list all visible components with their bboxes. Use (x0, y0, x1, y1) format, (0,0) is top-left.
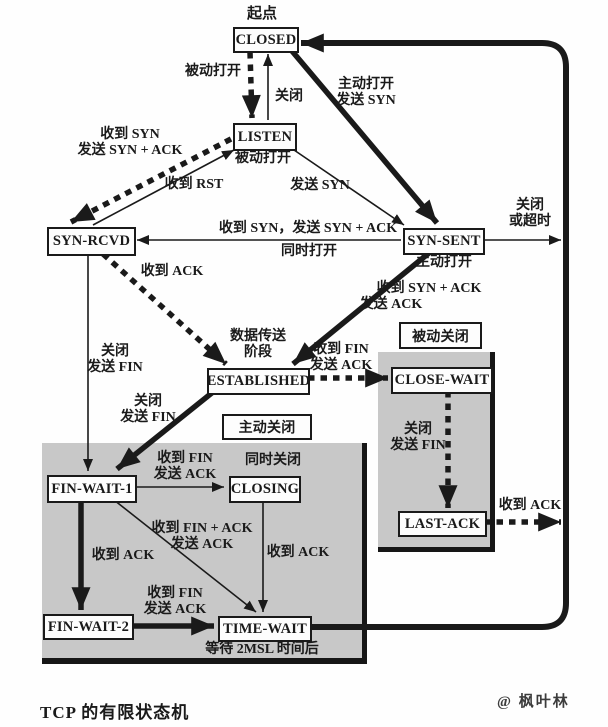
active-open-send-syn-label: 主动打开 发送 SYN (336, 77, 396, 109)
passive-open-below-listen-label: 被动打开 (235, 151, 291, 166)
close-or-timeout-label: 关闭 或超时 (509, 198, 551, 230)
state-fin-wait-2: FIN-WAIT-2 (43, 614, 134, 640)
recv-syn-line2: 发送 SYN + ACK (77, 143, 183, 158)
recv-rst-label: 收到 RST (164, 177, 224, 192)
active-open-below-synsent-label: 主动打开 (416, 255, 472, 270)
state-established-label: ESTABLISHED (206, 373, 311, 389)
recv-finack-send-ack-label: 收到 FIN + ACK 发送 ACK (152, 521, 253, 553)
recv-synack-line1: 收到 SYN + ACK (376, 281, 482, 296)
data-transfer-phase-label: 数据传送 阶段 (230, 329, 286, 361)
state-syn-rcvd: SYN-RCVD (47, 227, 136, 256)
active-open-line1: 主动打开 (337, 77, 394, 92)
active-close-caption-box: 主动关闭 (222, 414, 312, 440)
close-fin-cw-line2: 发送 FIN (390, 438, 446, 453)
recv-syn-line1: 收到 SYN (100, 127, 160, 142)
recv-fin-closing-line1: 收到 FIN (157, 451, 213, 466)
wait-2msl-label: 等待 2MSL 时间后 (205, 642, 319, 657)
state-syn-sent: SYN-SENT (403, 228, 485, 255)
close-send-fin-synrcvd-label: 关闭 发送 FIN (87, 344, 143, 376)
state-closed: CLOSED (233, 27, 299, 53)
passive-open-from-closed-label: 被动打开 (185, 64, 241, 79)
edge-timewait-to-closed-loop (300, 33, 569, 630)
edge-synrcvd-to-established (101, 251, 228, 367)
simultaneous-close-label: 同时关闭 (245, 453, 301, 468)
state-fin-wait-2-label: FIN-WAIT-2 (47, 618, 130, 635)
state-listen: LISTEN (233, 123, 297, 151)
state-syn-sent-label: SYN-SENT (407, 233, 481, 249)
recv-finack-line1: 收到 FIN + ACK (151, 521, 253, 536)
active-close-caption: 主动关闭 (238, 421, 296, 436)
recv-ack-to-timewait-label: 收到 ACK (266, 545, 330, 560)
state-closing: CLOSING (229, 476, 301, 503)
recv-fin-cw-line2: 发送 ACK (309, 358, 373, 373)
start-label: 起点 (246, 6, 278, 22)
edge-established-to-finwait1 (115, 389, 215, 472)
data-transfer-line1: 数据传送 (230, 329, 286, 344)
edge-closed-to-synsent (289, 49, 440, 225)
watermark: @ 枫叶林 (497, 694, 570, 710)
recv-fin-tw-line1: 收到 FIN (147, 586, 203, 601)
edge-synsent-to-established (291, 250, 431, 367)
passive-close-caption-box: 被动关闭 (399, 322, 482, 349)
state-close-wait: CLOSE-WAIT (391, 367, 493, 394)
close-fin-est-line2: 发送 FIN (120, 410, 176, 425)
edge-synrcvd-to-listen (92, 149, 235, 226)
recv-ack-from-lastack-label: 收到 ACK (498, 498, 562, 513)
recv-fin-tw-line2: 发送 ACK (143, 602, 207, 617)
edge-listen-to-synsent (293, 149, 405, 226)
recv-syn-send-synack-label: 收到 SYN 发送 SYN + ACK (78, 127, 183, 159)
state-time-wait-label: TIME-WAIT (223, 620, 307, 637)
state-closed-label: CLOSED (235, 31, 297, 48)
state-fin-wait-1-label: FIN-WAIT-1 (51, 480, 133, 497)
edge-listen-to-synrcvd (69, 136, 233, 225)
edge-closed-to-listen (241, 51, 261, 119)
close-fin-sr-line2: 发送 FIN (87, 360, 143, 375)
close-or-timeout-line2: 或超时 (509, 214, 551, 229)
state-listen-label: LISTEN (237, 128, 293, 145)
state-close-wait-label: CLOSE-WAIT (394, 372, 490, 388)
recv-syn-send-synack-simul-label: 收到 SYN，发送 SYN + ACK (218, 221, 398, 236)
send-syn-label: 发送 SYN (290, 178, 350, 193)
recv-ack-to-established-label: 收到 ACK (140, 264, 204, 279)
figure-title: TCP 的有限状态机 (40, 703, 190, 722)
state-established: ESTABLISHED (207, 368, 310, 395)
close-fin-est-line1: 关闭 (134, 394, 162, 409)
data-transfer-line2: 阶段 (244, 345, 272, 360)
close-or-timeout-line1: 关闭 (516, 198, 544, 213)
close-send-fin-closewait-label: 关闭 发送 FIN (390, 422, 446, 454)
state-time-wait: TIME-WAIT (218, 616, 312, 642)
recv-ack-to-finwait2-label: 收到 ACK (91, 548, 155, 563)
state-syn-rcvd-label: SYN-RCVD (52, 233, 131, 249)
close-listen-to-closed-label: 关闭 (275, 89, 303, 104)
recv-finack-line2: 发送 ACK (170, 537, 234, 552)
state-fin-wait-1: FIN-WAIT-1 (47, 475, 137, 503)
recv-fin-send-ack-to-closewait-label: 收到 FIN 发送 ACK (310, 342, 373, 374)
state-last-ack: LAST-ACK (398, 511, 487, 537)
passive-close-caption: 被动关闭 (412, 329, 469, 345)
recv-fin-send-ack-to-closing-label: 收到 FIN 发送 ACK (154, 451, 217, 483)
edge-finwait1-to-timewait (113, 499, 257, 613)
close-fin-sr-line1: 关闭 (101, 344, 129, 359)
recv-fin-cw-line1: 收到 FIN (313, 342, 369, 357)
simultaneous-open-label: 同时打开 (281, 244, 337, 259)
recv-fin-closing-line2: 发送 ACK (153, 467, 217, 482)
close-fin-cw-line1: 关闭 (404, 422, 432, 437)
state-last-ack-label: LAST-ACK (404, 515, 481, 532)
recv-fin-send-ack-to-timewait-label: 收到 FIN 发送 ACK (144, 586, 207, 618)
active-open-line2: 发送 SYN (336, 93, 396, 108)
close-send-fin-established-label: 关闭 发送 FIN (120, 394, 176, 426)
state-closing-label: CLOSING (230, 481, 300, 497)
recv-synack-line2: 发送 ACK (359, 297, 423, 312)
